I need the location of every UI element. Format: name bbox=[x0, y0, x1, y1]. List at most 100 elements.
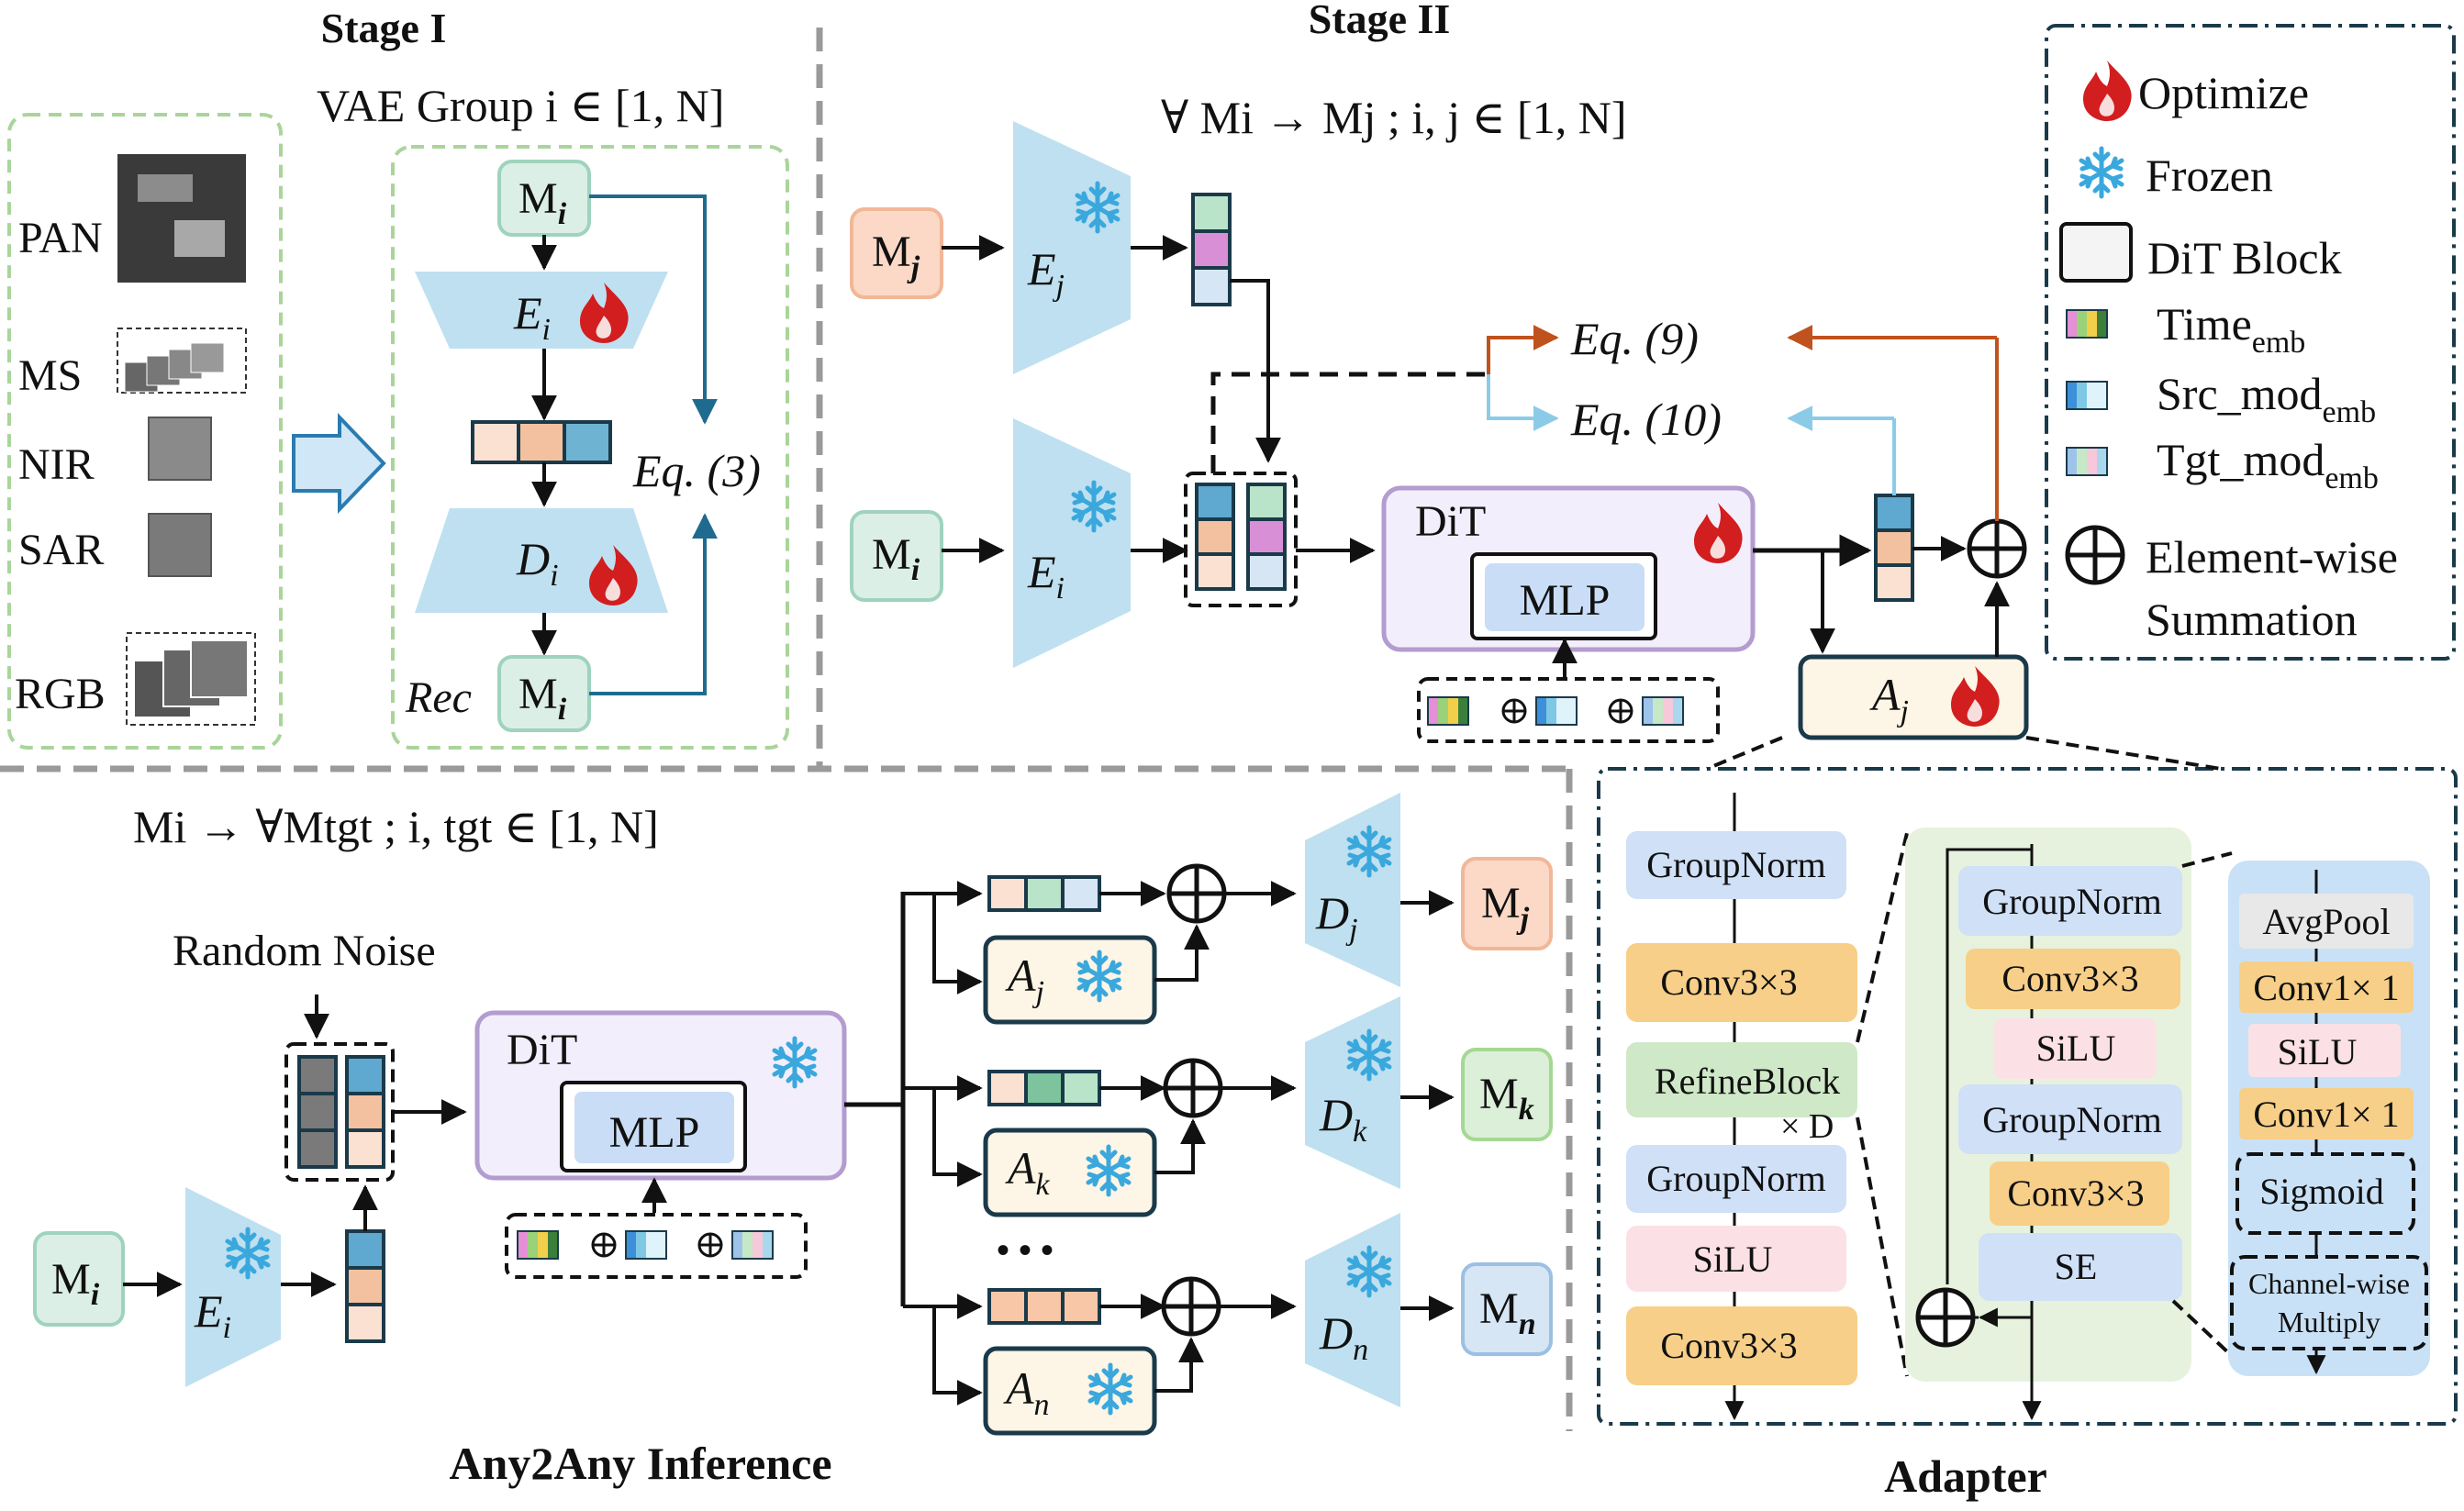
output-box-j bbox=[1461, 857, 1553, 950]
svg-text:Aj: Aj bbox=[1869, 669, 1909, 728]
svg-text:Mi: Mi bbox=[518, 174, 567, 231]
decoder-k bbox=[1305, 996, 1400, 1189]
svg-text:GroupNorm: GroupNorm bbox=[1982, 1099, 2162, 1140]
legend-tgt: Tgt_modemb bbox=[2157, 434, 2379, 495]
output-box-n bbox=[1461, 1262, 1553, 1356]
mlp-block-inference bbox=[574, 1092, 734, 1163]
svg-text:Mi: Mi bbox=[518, 670, 567, 727]
stage-1-input-arrow bbox=[292, 413, 386, 514]
output-box-k bbox=[1461, 1048, 1553, 1141]
modality-label-nir: NIR bbox=[18, 440, 95, 489]
svg-text:MLP: MLP bbox=[1520, 576, 1611, 625]
svg-text:Mi: Mi bbox=[51, 1255, 100, 1312]
svg-text:Di: Di bbox=[516, 533, 559, 593]
snowflake-icon bbox=[2081, 149, 2122, 196]
eq3-label: Eq. (3) bbox=[632, 445, 761, 496]
svg-text:× D: × D bbox=[1780, 1107, 1834, 1146]
encoder-j bbox=[1013, 121, 1131, 374]
concat-latent-vectors bbox=[1195, 483, 1287, 591]
legend-optimize: Optimize bbox=[2138, 67, 2309, 118]
plus-circle-icon bbox=[1169, 866, 1224, 921]
eq9-label: Eq. (9) bbox=[1570, 313, 1699, 364]
concat-latent-group bbox=[1184, 472, 1298, 607]
plus-circle-icon bbox=[1501, 698, 1527, 724]
section-separators bbox=[0, 28, 1573, 1431]
stage-1: Stage I VAE Group i ∈ [1, N] PAN MS NIR … bbox=[7, 5, 789, 750]
eq10-label: Eq. (10) bbox=[1570, 394, 1722, 445]
svg-text:DiT: DiT bbox=[1415, 497, 1486, 546]
modality-label-sar: SAR bbox=[18, 526, 104, 574]
sigmoid-block bbox=[2235, 1152, 2415, 1235]
stage-2-mapping: ∀ Mi → Mj ; i, j ∈ [1, N] bbox=[1161, 92, 1626, 143]
channel-multiply-block bbox=[2230, 1255, 2428, 1350]
svg-text:GroupNorm: GroupNorm bbox=[1646, 844, 1826, 885]
svg-text:GroupNorm: GroupNorm bbox=[1646, 1158, 1826, 1199]
sar-thumbnail bbox=[148, 513, 212, 577]
plus-circle-icon bbox=[1918, 1290, 1973, 1345]
rgb-thumbnail-stack bbox=[126, 632, 256, 726]
decoder-j bbox=[1305, 793, 1400, 987]
stage-2-title: Stage II bbox=[1309, 0, 1451, 42]
svg-text:Multiply: Multiply bbox=[2278, 1305, 2380, 1339]
adapter-detail: Adapter GroupNorm Conv3×3 RefineBlock × … bbox=[1597, 736, 2458, 1502]
plus-circle-icon bbox=[591, 1232, 617, 1258]
inference-encoder bbox=[185, 1187, 281, 1387]
legend-frozen: Frozen bbox=[2146, 150, 2273, 201]
noise-and-latent bbox=[297, 1055, 385, 1169]
svg-text:Mk: Mk bbox=[1479, 1070, 1534, 1127]
any2any-inference: Mi → ∀Mtgt ; i, tgt ∈ [1, N] Any2Any Inf… bbox=[33, 793, 1553, 1489]
modality-list-panel bbox=[7, 113, 283, 750]
legend-src: Src_modemb bbox=[2157, 368, 2376, 429]
dit-output-vector bbox=[1874, 494, 1914, 602]
inference-title: Any2Any Inference bbox=[449, 1438, 831, 1489]
svg-text:Sigmoid: Sigmoid bbox=[2259, 1171, 2384, 1212]
svg-text:SiLU: SiLU bbox=[2278, 1031, 2358, 1072]
adapter-title: Adapter bbox=[1884, 1450, 2047, 1502]
mlp-block bbox=[1485, 563, 1645, 631]
stage-2: Stage II ∀ Mi → Mj ; i, j ∈ [1, N] Mj Ej… bbox=[850, 0, 2029, 743]
modality-label-ms: MS bbox=[18, 351, 82, 400]
legend-dit-swatch bbox=[2059, 222, 2133, 283]
branch-n-vector bbox=[987, 1288, 1101, 1325]
inference-condition-group bbox=[505, 1213, 808, 1279]
inference-source-latent bbox=[345, 1229, 385, 1343]
inference-mapping: Mi → ∀Mtgt ; i, tgt ∈ [1, N] bbox=[133, 801, 659, 852]
encoder-i bbox=[1013, 418, 1131, 668]
svg-text:RefineBlock: RefineBlock bbox=[1655, 1061, 1840, 1102]
modality-label-rgb: RGB bbox=[15, 670, 106, 718]
ms-thumbnail-stack bbox=[117, 328, 247, 394]
svg-text:MLP: MLP bbox=[609, 1108, 700, 1157]
svg-text:DiT: DiT bbox=[507, 1026, 577, 1074]
legend-sum-line1: Element-wise bbox=[2146, 531, 2398, 583]
reconstruction-loss-top-arrow bbox=[589, 194, 718, 425]
plus-circle-icon bbox=[1608, 698, 1633, 724]
svg-text:Conv3×3: Conv3×3 bbox=[2001, 958, 2138, 999]
legend-time: Timeemb bbox=[2157, 298, 2305, 360]
vae-group-panel bbox=[391, 145, 789, 750]
adapter-detail-frame bbox=[1597, 767, 2458, 1426]
eq9-input-arrow bbox=[1487, 325, 1559, 374]
more-branches-dots: • • • bbox=[997, 1229, 1054, 1271]
svg-text:SE: SE bbox=[2055, 1246, 2098, 1287]
plus-circle-icon bbox=[1165, 1061, 1221, 1116]
nir-thumbnail bbox=[148, 417, 212, 481]
svg-text:Conv1× 1: Conv1× 1 bbox=[2253, 1094, 2399, 1135]
svg-text:AvgPool: AvgPool bbox=[2262, 901, 2390, 942]
svg-text:Conv3×3: Conv3×3 bbox=[2007, 1172, 2144, 1214]
flame-icon bbox=[2083, 61, 2132, 121]
modality-label-pan: PAN bbox=[18, 214, 103, 262]
plus-circle-icon bbox=[2068, 528, 2123, 583]
svg-text:Conv3×3: Conv3×3 bbox=[1660, 961, 1797, 1003]
latent-vector bbox=[471, 420, 612, 464]
source-modality-box bbox=[850, 510, 943, 602]
svg-text:Conv3×3: Conv3×3 bbox=[1660, 1325, 1797, 1366]
plus-circle-icon bbox=[697, 1232, 723, 1258]
target-latent-vector bbox=[1191, 193, 1232, 306]
random-noise-label: Random Noise bbox=[173, 927, 436, 975]
reconstruction-loss-bottom-arrow bbox=[589, 513, 718, 695]
plus-circle-icon bbox=[1969, 521, 2024, 576]
stage-1-title: Stage I bbox=[321, 5, 447, 51]
legend-box bbox=[2045, 24, 2456, 661]
branch-j-vector bbox=[987, 875, 1101, 912]
